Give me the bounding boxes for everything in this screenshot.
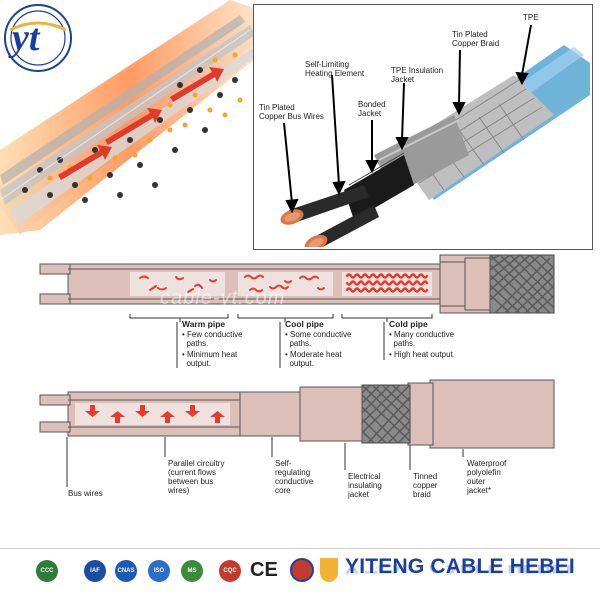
ms-cert-icon: MS [181,560,203,582]
zone-cold-point-1: • Many conductive paths. [389,330,455,348]
ce-mark-icon: CE [250,559,278,581]
cnas-cert-icon: CNAS [115,560,137,582]
cert-label: ISO [153,568,165,574]
logo-badge-icon [4,4,72,72]
cert-label: CQC [223,568,237,574]
label-tpe: TPE [523,13,539,22]
label-outer-jacket: Waterproof polyolefin outer jacket* [467,459,507,495]
label-tin-plated-copper-braid: Tin Plated Copper Braid [452,30,500,48]
ccc-cert-icon: CCC [36,560,58,582]
watermark: cable-yt.com [160,287,286,309]
zone-cool-title: Cool pipe [285,319,324,329]
cable-construction-drawing [280,24,590,247]
label-tpe-insulation-jacket: TPE Insulation Jacket [391,66,444,84]
label-conductive-core: Self- regulating conductive core [275,459,314,495]
cqc-cert-icon: CQC [219,560,241,582]
cert-label: MS [187,568,197,574]
cert-label: IAF [90,568,100,574]
label-parallel-circuitry: Parallel circuitry (current flows betwee… [168,459,225,495]
self-regulating-cable-zones [39,254,555,368]
cable-layers-diagram [39,379,555,487]
label-bonded-jacket: Bonded Jacket [358,100,386,118]
brand-name: YITENG CABLE HEBEI [345,555,575,578]
logo-text: yt [12,17,40,59]
footer-divider [0,548,600,549]
zone-warm-point-1: • Few conductive paths. [182,330,243,348]
zone-cool-point-2: • Moderate heat output. [285,350,342,368]
brand-reflection: YITENG CABLE HEBEI [345,565,572,577]
zone-cold-point-2: • High heat output. [389,350,455,359]
cert-label: CNAS [117,568,135,574]
company-logo: yt [2,2,74,74]
cert-label: CCC [40,568,54,574]
label-tin-plated-bus-wires: Tin Plated Copper Bus Wires [259,103,324,121]
iaf-cert-icon: IAF [84,560,106,582]
iso-cert-icon: ISO [148,560,170,582]
zone-cold-title: Cold pipe [389,319,428,329]
label-bus-wires: Bus wires [68,489,103,498]
label-self-limiting-element: Self-Limiting Heating Element [305,60,365,78]
zone-warm-title: Warm pipe [182,319,226,329]
heat-illustration [0,0,260,250]
zone-cool-point-1: • Some conductive paths. [285,330,352,348]
current-flow-arrows [85,405,225,423]
label-tinned-braid: Tinned copper braid [413,472,438,499]
label-insulating-jacket: Electrical insulating jacket [348,472,382,499]
shield-icon [320,558,338,582]
seal-icon [290,558,314,582]
zone-warm-point-2: • Minimum heat output. [182,350,238,368]
